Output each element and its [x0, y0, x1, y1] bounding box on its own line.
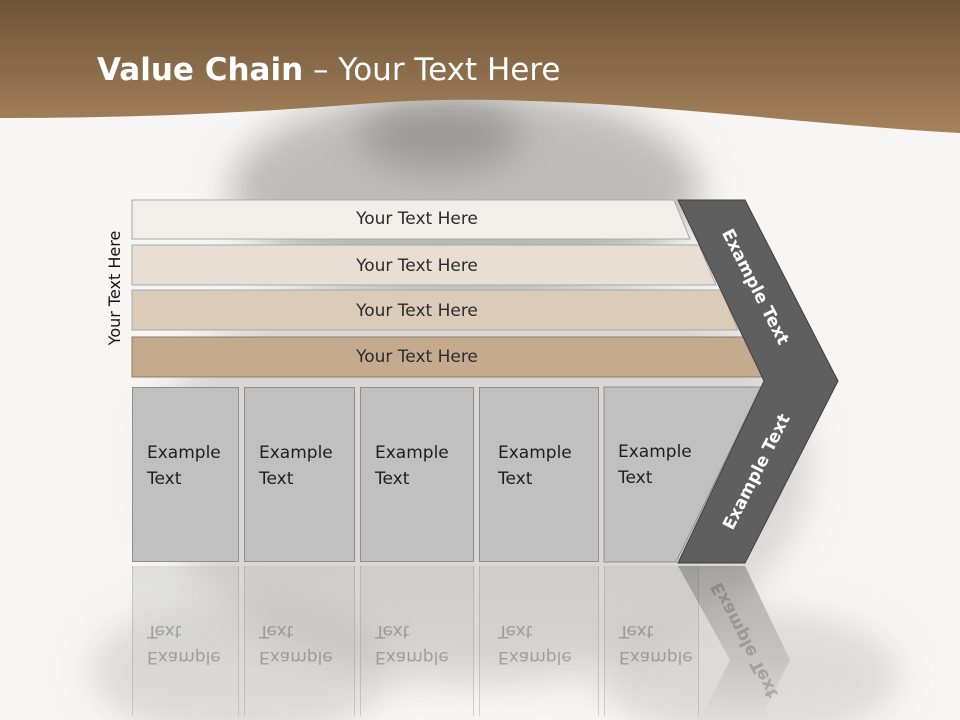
header-band [0, 0, 960, 133]
title-rest: – Your Text Here [303, 52, 561, 88]
row-label-4: Your Text Here [356, 347, 478, 367]
row-label-2: Your Text Here [356, 256, 478, 276]
slide-title: Value Chain – Your Text Here [97, 52, 560, 88]
row-label-1: Your Text Here [356, 209, 478, 229]
title-bold: Value Chain [97, 52, 304, 88]
row-label-3: Your Text Here [356, 301, 478, 321]
